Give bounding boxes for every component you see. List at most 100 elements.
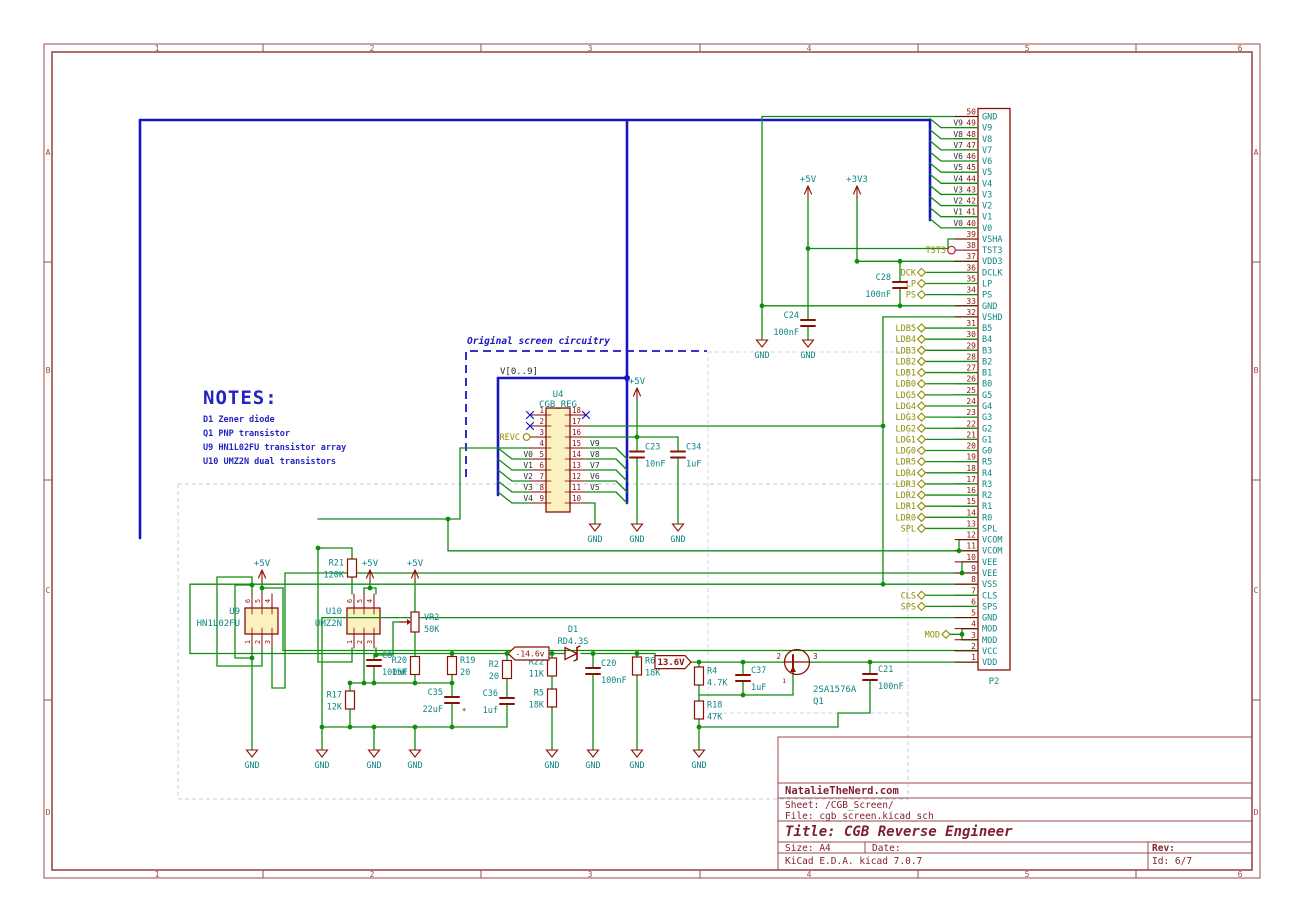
connector-p2[interactable]: 50GND49V9V948V8V847V7V746V6V645V5V544V4V…	[896, 108, 1004, 688]
pin-name: R0	[982, 513, 992, 523]
net-label: V8	[953, 130, 963, 139]
pin-name: B0	[982, 380, 992, 390]
pin-number: 13	[572, 461, 581, 470]
ref: C23	[645, 443, 660, 453]
title-block-outline	[777, 736, 1253, 871]
hier-label: LDB4	[896, 335, 916, 345]
power-label: +5V	[407, 559, 424, 569]
hier-diamond-icon	[916, 356, 927, 367]
value: 1uF	[751, 683, 766, 693]
net-label: V5	[590, 483, 600, 492]
resistor-body	[344, 690, 356, 710]
value: 100nF	[382, 668, 408, 678]
pin-name: PS	[982, 291, 992, 301]
hier-label: LDR2	[896, 491, 916, 501]
power-label: +5V	[254, 559, 271, 569]
ref: R5	[534, 689, 544, 699]
resistors[interactable]: R21120KR2015KR1920R1712KR220R2211KR518KR…	[324, 558, 729, 723]
gnd-label: GND	[407, 761, 422, 771]
zone-number: 3	[588, 44, 593, 53]
note-line: U9 HN1L02FU transistor array	[203, 443, 347, 453]
connector-p2-body[interactable]	[977, 107, 1011, 671]
hier-label: LDG1	[896, 435, 916, 445]
pin-number: 19	[966, 453, 976, 462]
net-tag-neg14v6[interactable]	[507, 646, 550, 661]
zener-hook	[573, 658, 578, 662]
hier-label: LDB1	[896, 369, 916, 379]
value: 20	[489, 672, 499, 682]
ref: C35	[428, 688, 443, 698]
pin-number: 14	[572, 450, 582, 459]
titleblock-app: KiCad E.D.A. kicad 7.0.7	[785, 856, 923, 867]
pin-name: V8	[982, 135, 992, 145]
power-label: +5V	[800, 175, 817, 185]
pin-number: 6	[244, 599, 252, 603]
ref: C34	[686, 443, 701, 453]
junction-dot	[854, 258, 860, 264]
wiper-arrow-icon	[407, 619, 411, 625]
junction-dot	[740, 659, 746, 665]
bus-entry	[929, 184, 942, 196]
pin-number: 3	[539, 428, 544, 437]
zone-number: 6	[1238, 870, 1243, 879]
net-tag-13v6[interactable]	[654, 655, 692, 670]
net-label: V1	[523, 461, 533, 470]
bus-entry	[929, 117, 942, 129]
pin-name: SPL	[982, 524, 997, 534]
pin-number: 43	[966, 185, 976, 194]
pin-name: VEE	[982, 569, 997, 579]
pin-name: B1	[982, 369, 992, 379]
resistor-body	[409, 655, 421, 676]
pin-number: 27	[966, 364, 976, 373]
ic-u4-body[interactable]	[545, 407, 571, 513]
notes-block: NOTES: D1 Zener diode Q1 PNP transistor …	[203, 387, 346, 469]
hier-diamond-icon	[916, 267, 927, 278]
hier-label: LDB0	[896, 380, 916, 390]
capacitors[interactable]: C24100nFC28100nFC2310nFC341uFC8100nFC352…	[366, 273, 908, 716]
ref: R20	[392, 656, 407, 666]
pin-name: SPS	[982, 602, 997, 612]
value: 18K	[529, 701, 545, 711]
bus-entry	[497, 480, 513, 493]
resistor-body	[546, 657, 558, 677]
net-label: V8	[590, 450, 600, 459]
resistor-R4[interactable]: R44.7K	[693, 666, 729, 689]
ic-u10-body[interactable]	[346, 607, 381, 635]
hier-label: MOD	[925, 630, 940, 640]
gnd-arrow-icon	[245, 749, 259, 758]
value: 12K	[327, 703, 343, 713]
power-label: +5V	[629, 377, 646, 387]
ic-u4[interactable]: U4CGB_REG123REVC45V06V17V28V39V418171615…	[497, 390, 628, 504]
ref: R6	[645, 657, 655, 667]
ic-u9-body[interactable]	[244, 607, 279, 635]
value: 22uF	[423, 705, 443, 715]
value: 120K	[324, 571, 345, 581]
pin-name: B5	[982, 324, 992, 334]
bus-entry	[929, 173, 942, 184]
pin-number: 49	[966, 119, 976, 128]
